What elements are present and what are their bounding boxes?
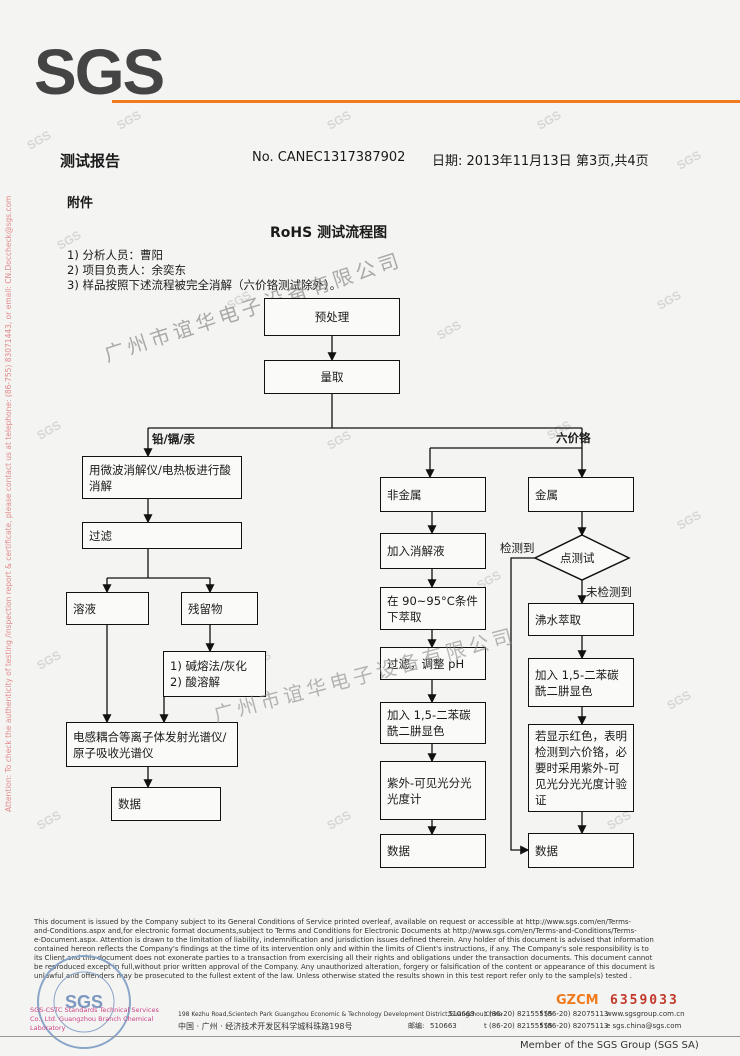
extract-temp-box: 在 90~95°C条件下萃取 — [380, 587, 486, 630]
note-item: 2) 项目负责人：余奕东 — [67, 263, 186, 277]
branch-right-label: 六价铬 — [556, 431, 591, 445]
filter-box: 过滤 — [82, 522, 242, 549]
boil-extract-box: 沸水萃取 — [528, 603, 634, 636]
add-digest-box: 加入消解液 — [380, 533, 486, 569]
fax: f (86-20) 82075113 — [540, 1010, 609, 1018]
not-detected-label: 未检测到 — [586, 585, 632, 599]
email-link[interactable]: e sgs.china@sgs.com — [606, 1022, 682, 1030]
residue-step: 1) 碱熔法/灰化 — [170, 659, 247, 673]
solution-box: 溶液 — [66, 592, 149, 625]
disclaimer-line: This document is issued by the Company s… — [34, 918, 632, 926]
disclaimer-line: its Client and this document does not ex… — [34, 954, 653, 962]
report-number: No. CANEC1317387902 — [252, 150, 406, 165]
data-right-box: 数据 — [528, 833, 634, 868]
data-mid-box: 数据 — [380, 834, 486, 868]
tel: t (86-20) 82155555 — [484, 1010, 553, 1018]
disclaimer-line: be reproduced except in full,without pri… — [34, 963, 655, 971]
disclaimer-line: contained hereon reflects the Company's … — [34, 945, 649, 953]
tel-cn: t (86-20) 82155555 — [484, 1022, 553, 1030]
red-verify-box: 若显示红色，表明检测到六价铬，必要时采用紫外-可见光分光光度计验证 — [528, 724, 634, 812]
filter-ph-box: 过滤，调整 pH — [380, 647, 486, 680]
doc-code: GZCM — [556, 993, 599, 1008]
metal-box: 金属 — [528, 477, 634, 512]
spot-test-label: 点测试 — [560, 551, 595, 565]
pretreat-box: 预处理 — [264, 298, 400, 336]
add-dpc-box-1: 加入 1,5-二苯碳酰二肼显色 — [380, 702, 486, 744]
post-cn-label: 邮编: — [408, 1022, 425, 1030]
logo-bar — [112, 100, 740, 103]
add-dpc-box-2: 加入 1,5-二苯碳酰二肼显色 — [528, 658, 634, 707]
attachment-label: 附件 — [67, 196, 94, 211]
fax-cn: f (86-20) 82075113 — [540, 1022, 609, 1030]
page-number: 第3页,共4页 — [576, 154, 649, 169]
website-link[interactable]: www.sgsgroup.com.cn — [606, 1010, 685, 1018]
report-date: 日期: 2013年11月13日 — [432, 154, 572, 169]
member-line: Member of the SGS Group (SGS SA) — [520, 1040, 699, 1051]
microwave-box: 用微波消解仪/电热板进行酸消解 — [82, 456, 242, 499]
svg-text:SGS: SGS — [65, 992, 103, 1012]
residue-step: 2) 酸溶解 — [170, 675, 220, 689]
disclaimer-line: and-Conditions.aspx and,for electronic f… — [34, 927, 637, 935]
icp-box: 电感耦合等离子体发射光谱仪/原子吸收光谱仪 — [66, 722, 238, 767]
nonmetal-box: 非金属 — [380, 477, 486, 512]
note-item: 1) 分析人员：曹阳 — [67, 248, 163, 262]
branch-left-label: 铅/镉/汞 — [152, 432, 195, 446]
sgs-logo: SGS — [34, 36, 165, 108]
flow-title: RoHS 测试流程图 — [270, 225, 388, 241]
note-item: 3) 样品按照下述流程被完全消解（六价铬测试除外）。 — [67, 278, 342, 292]
address-en: 198 Kezhu Road,Scientech Park Guangzhou … — [178, 1011, 503, 1018]
notes: 1) 分析人员：曹阳 2) 项目负责人：余奕东 3) 样品按照下述流程被完全消解… — [67, 248, 341, 293]
company-seal: SGS — [34, 952, 134, 1052]
address-cn: 中国 · 广州 · 经济技术开发区科学城科珠路198号 — [178, 1022, 353, 1031]
weigh-box: 量取 — [264, 360, 400, 394]
post-en: 510663 — [448, 1010, 475, 1018]
residue-steps-box: 1) 碱熔法/灰化 2) 酸溶解 — [163, 651, 266, 697]
disclaimer-line: e-Document.aspx. Attention is drawn to t… — [34, 936, 654, 944]
detected-label: 检测到 — [500, 541, 535, 555]
footer-divider — [0, 1036, 740, 1037]
disclaimer-line: unlawful and offenders may be prosecuted… — [34, 972, 632, 980]
report-title: 测试报告 — [60, 152, 121, 170]
uv-vis-box-1: 紫外-可见光分光光度计 — [380, 761, 486, 820]
disclaimer: This document is issued by the Company s… — [34, 918, 694, 981]
residue-box: 残留物 — [181, 592, 258, 625]
seal-caption: SGS-CSTC Standards Technical Services Co… — [30, 1006, 159, 1032]
post-cn: 510663 — [430, 1022, 457, 1030]
data-left-box: 数据 — [111, 787, 221, 821]
doc-serial: 6359033 — [610, 993, 679, 1008]
